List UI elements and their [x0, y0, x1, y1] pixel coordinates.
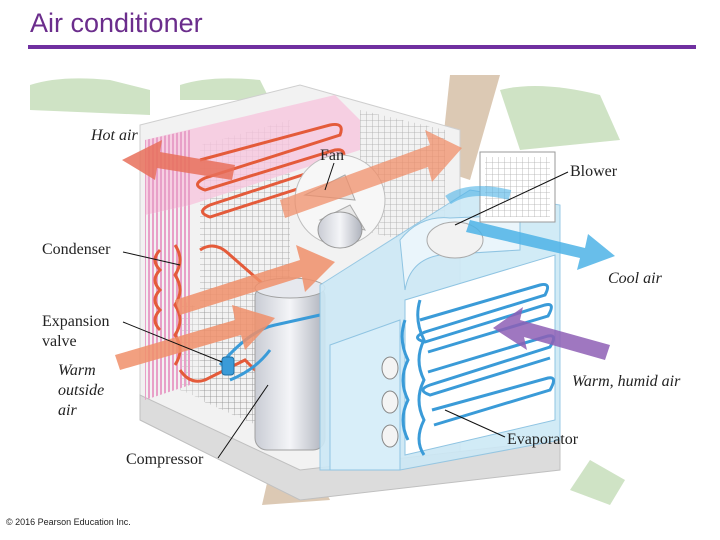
hot-air-arrow	[122, 140, 235, 180]
page-title: Air conditioner	[30, 8, 203, 38]
label-compressor: Compressor	[126, 451, 204, 468]
label-condenser: Condenser	[42, 241, 111, 258]
label-warm-outside-air: Warm outside air	[58, 362, 105, 419]
label-warm-humid-air: Warm, humid air	[572, 373, 681, 390]
label-blower: Blower	[570, 163, 618, 180]
label-hot-air: Hot air	[91, 127, 138, 144]
title-underline	[28, 45, 696, 49]
cool-air-arrow	[445, 186, 615, 270]
label-fan: Fan	[320, 147, 344, 164]
label-expansion-valve: Expansion valve	[42, 313, 110, 350]
label-cool-air: Cool air	[608, 270, 662, 287]
copyright-notice: © 2016 Pearson Education Inc.	[6, 517, 131, 527]
warm-outside-air-arrow	[115, 130, 462, 370]
warm-humid-air-arrow	[493, 307, 610, 360]
leader-lines	[122, 162, 569, 459]
label-evaporator: Evaporator	[507, 431, 579, 448]
